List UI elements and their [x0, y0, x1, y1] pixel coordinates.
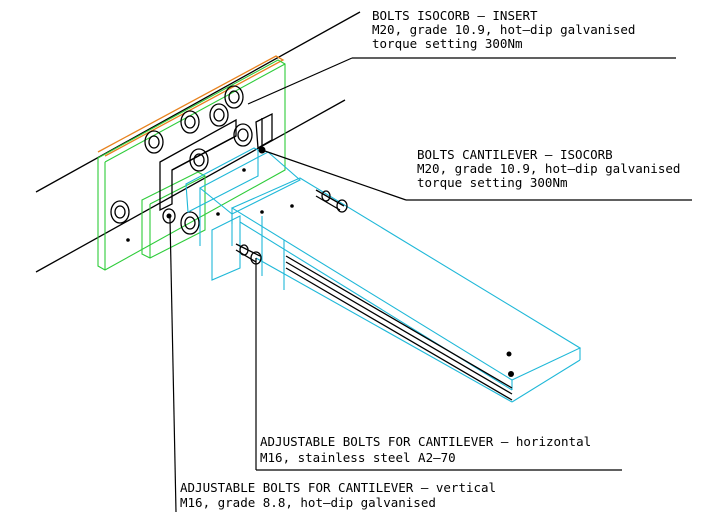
- isocorb-block: [159, 112, 273, 212]
- callout-line: torque setting 300Nm: [372, 36, 523, 51]
- callout-line: M16, stainless steel A2–70: [260, 450, 456, 465]
- callout-title: ADJUSTABLE BOLTS FOR CANTILEVER – vertic…: [180, 480, 496, 495]
- callout-title: BOLTS CANTILEVER – ISOCORB: [417, 147, 613, 162]
- callout-adjustable-vertical: ADJUSTABLE BOLTS FOR CANTILEVER – vertic…: [180, 480, 496, 510]
- callout-line: M16, grade 8.8, hot–dip galvanised: [180, 495, 436, 510]
- callout-line: torque setting 300Nm: [417, 175, 568, 190]
- bolt-icon: [233, 123, 253, 147]
- callout-cantilever-isocorb: BOLTS CANTILEVER – ISOCORB M20, grade 10…: [417, 147, 680, 190]
- bolt-icon: [209, 103, 229, 127]
- isocorb-bolts: [110, 85, 253, 235]
- horizontal-bolt-icon: [315, 189, 348, 213]
- bolt-icon: [144, 130, 164, 154]
- bolt-icon: [180, 211, 200, 235]
- callout-line: M20, grade 10.9, hot–dip galvanised: [372, 22, 635, 37]
- callout-adjustable-horizontal: ADJUSTABLE BOLTS FOR CANTILEVER – horizo…: [260, 434, 591, 465]
- bolt-icon: [110, 200, 130, 224]
- callout-isocorb-insert: BOLTS ISOCORB – INSERT M20, grade 10.9, …: [372, 8, 635, 51]
- beam-outline: [35, 11, 361, 273]
- bolt-icon: [180, 110, 200, 134]
- bolt-icon: [162, 208, 176, 224]
- callout-line: M20, grade 10.9, hot–dip galvanised: [417, 161, 680, 176]
- bolt-icon: [224, 85, 244, 109]
- flange-edge: [97, 55, 285, 157]
- cantilever-grooves: [285, 255, 513, 401]
- callout-title: BOLTS ISOCORB – INSERT: [372, 8, 538, 23]
- leader-lines: [169, 57, 692, 512]
- callout-title: ADJUSTABLE BOLTS FOR CANTILEVER – horizo…: [260, 434, 591, 449]
